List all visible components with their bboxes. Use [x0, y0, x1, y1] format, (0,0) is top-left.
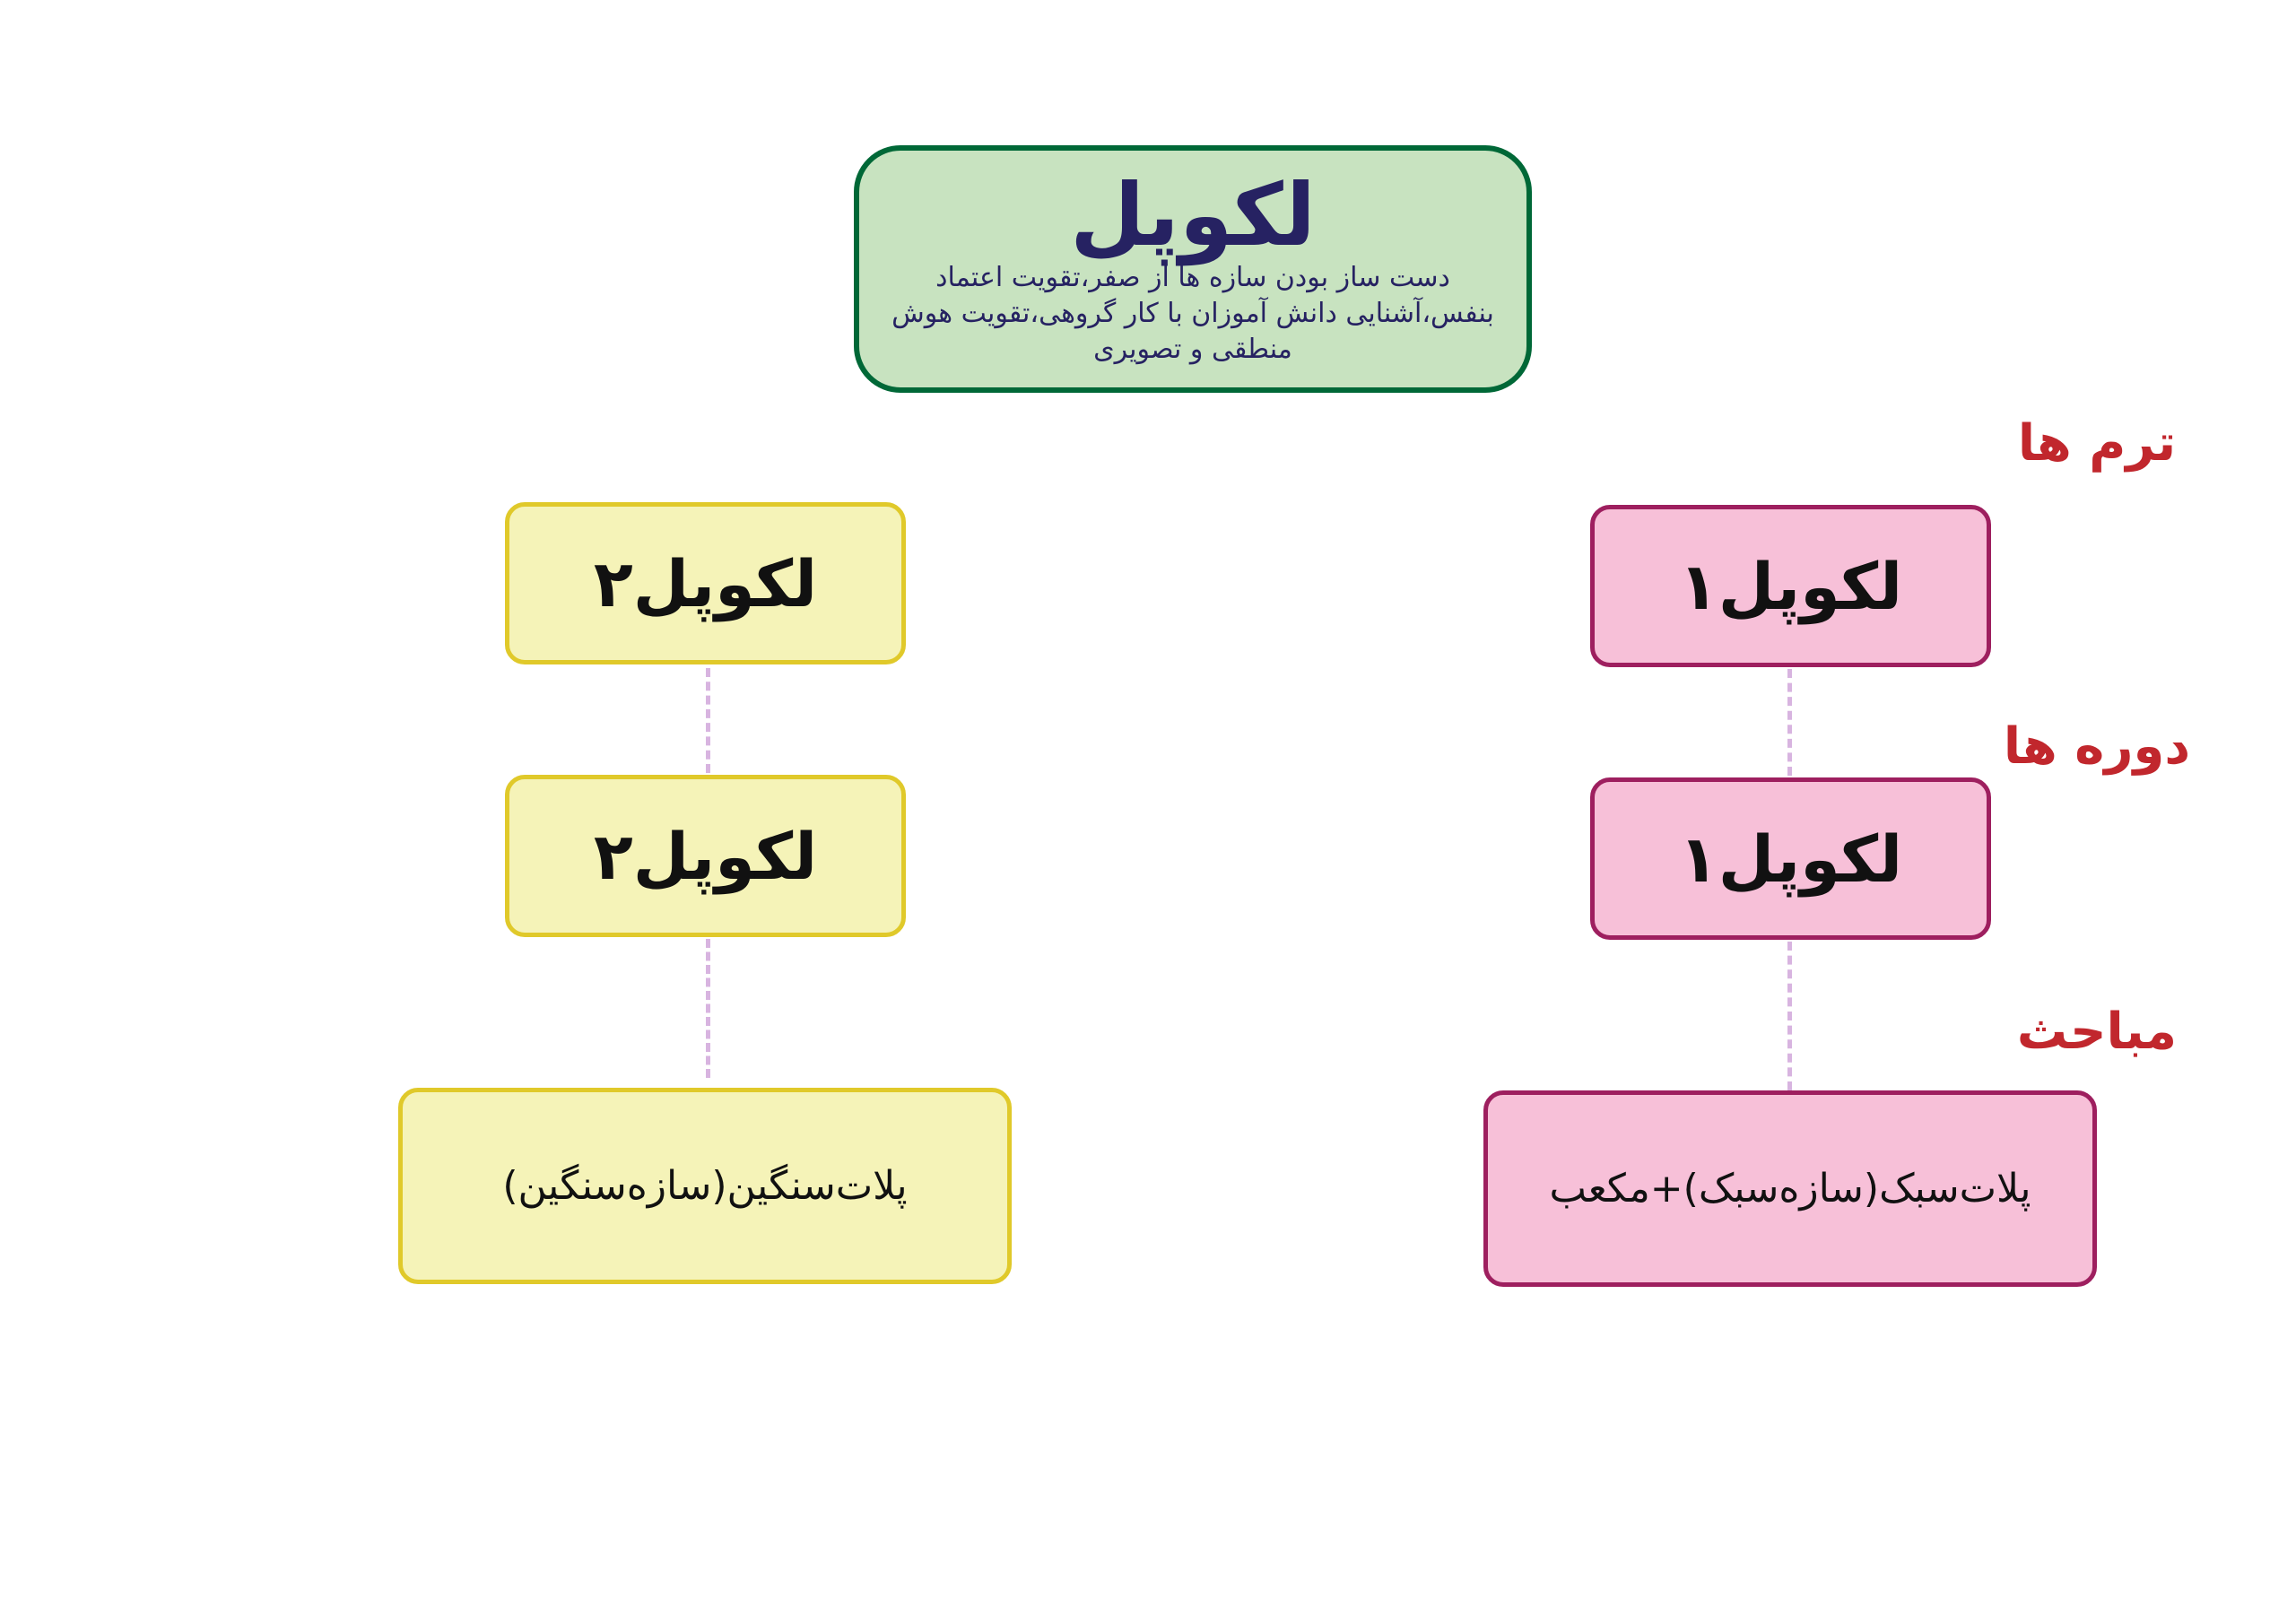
- right-course-node: لکوپل۱: [1590, 777, 1991, 940]
- label-terms: ترم ها: [2017, 414, 2177, 473]
- left-course-node: لکوپل۲: [505, 775, 906, 937]
- right-connector-1: [1787, 669, 1792, 776]
- right-topic-node: پلات‌سبک(سازه‌سبک)+مکعب: [1483, 1090, 2097, 1287]
- left-topic-node: پلات‌سنگین(سازه‌سنگین): [398, 1088, 1012, 1284]
- left-connector-1: [706, 668, 710, 773]
- root-title: لکوپل: [1070, 164, 1316, 265]
- right-term-node: لکوپل۱: [1590, 505, 1991, 667]
- label-topics: مباحث: [2016, 1003, 2178, 1061]
- root-node: لکوپل دست ساز بودن سازه ها از صفر،تقویت …: [854, 145, 1532, 393]
- left-connector-2: [706, 939, 710, 1078]
- label-courses: دوره ها: [2003, 717, 2191, 776]
- left-term-node: لکوپل۲: [505, 502, 906, 664]
- right-connector-2: [1787, 942, 1792, 1090]
- root-description: دست ساز بودن سازه ها از صفر،تقویت اعتماد…: [891, 262, 1494, 366]
